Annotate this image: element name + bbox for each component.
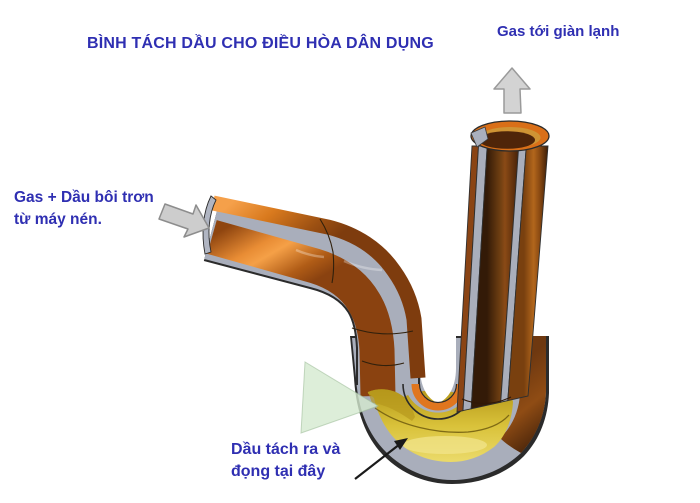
outlet-rim-cut-notch xyxy=(470,126,489,148)
pipe-gap xyxy=(420,336,456,403)
oil-highlight xyxy=(403,436,487,454)
oil-pointer-arrow-icon xyxy=(354,438,408,480)
inlet-gas-oil-label: Gas + Dầu bôi trơn từ máy nén. xyxy=(14,187,154,231)
oil-meniscus-line xyxy=(374,407,510,433)
outlet-junction-seam xyxy=(461,396,512,405)
inner-wall-inner-edge xyxy=(418,383,458,404)
diagram-title: BÌNH TÁCH DẦU CHO ĐIỀU HÒA DÂN DỤNG xyxy=(87,35,434,52)
oil-label-line2: đọng tại đây xyxy=(231,463,326,480)
outlet-arrow-up-icon xyxy=(493,67,531,114)
inlet-and-elbow xyxy=(203,199,420,397)
outlet-top-bore xyxy=(479,131,535,149)
weld-seam-lines xyxy=(319,218,414,367)
inlet-label-line1: Gas + Dầu bôi trơn xyxy=(14,189,154,206)
surface-scuffs xyxy=(295,248,383,272)
green-indicator-wedge xyxy=(300,361,380,434)
outlet-pipe xyxy=(456,120,550,413)
inlet-arrow-right-icon xyxy=(158,203,210,238)
inlet-label-line2: từ máy nén. xyxy=(14,211,102,228)
oil-dark-patch xyxy=(368,389,415,421)
inlet-opening-rim xyxy=(202,195,217,255)
outlet-exterior-copper xyxy=(507,145,549,402)
outlet-gas-label: Gas tới giàn lạnh xyxy=(497,23,620,40)
oil-collection-label: Dầu tách ra và đọng tại đây xyxy=(231,439,340,483)
copper-exterior-band xyxy=(211,195,426,379)
pipe-inner-trough xyxy=(207,220,396,397)
oil-label-line1: Dầu tách ra và xyxy=(231,441,341,458)
